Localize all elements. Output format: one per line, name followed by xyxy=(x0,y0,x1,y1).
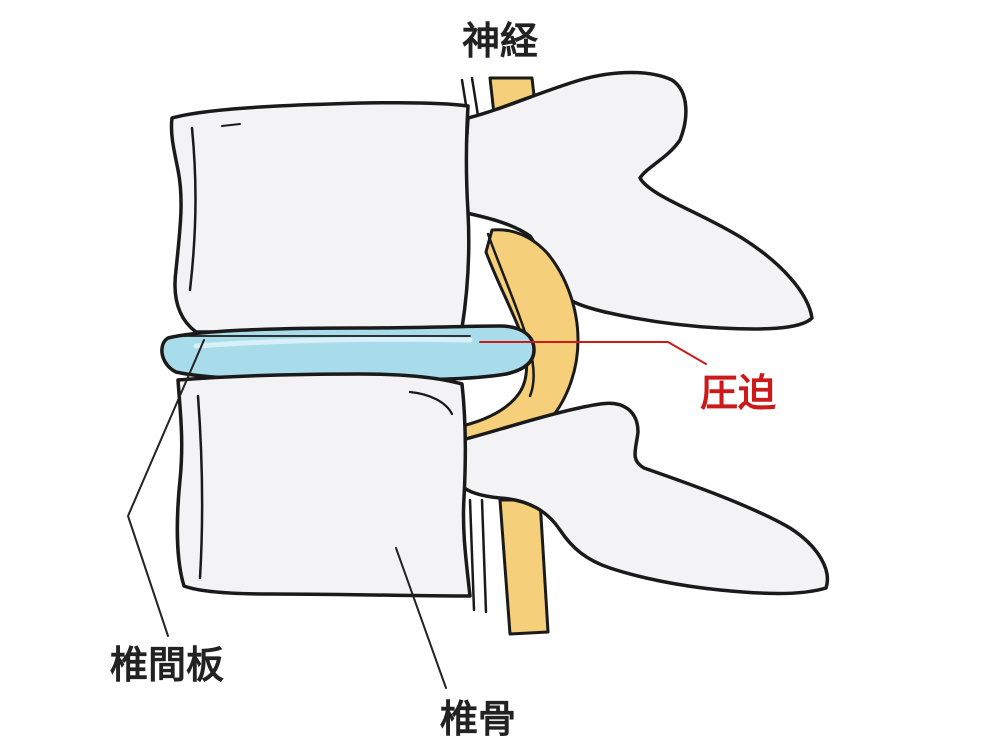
lower-vertebral-body xyxy=(175,372,472,598)
nerve-root-bottom xyxy=(498,498,550,636)
disc-highlight xyxy=(193,336,473,349)
compression-leader-line xyxy=(479,341,707,365)
upper-vertebral-body xyxy=(169,100,471,334)
nerve-fiber-bottom-left xyxy=(468,498,476,612)
intervertebral-disc-label: 椎間板 xyxy=(110,643,225,687)
upper-body-mark xyxy=(221,123,241,127)
lower-vertebra-process xyxy=(460,401,830,596)
nerve-root-inner-line xyxy=(486,232,535,398)
vertebra-label: 椎骨 xyxy=(440,697,517,741)
nerve-label: 神経 xyxy=(462,19,539,63)
upper-body-edge-highlight xyxy=(188,126,197,292)
lower-body-edge-highlight xyxy=(196,394,204,580)
lower-body-top-curve xyxy=(408,390,454,416)
intervertebral-disc xyxy=(160,324,536,382)
disc-leader-line-1 xyxy=(127,339,205,637)
compression-label: 圧迫 xyxy=(700,371,777,415)
vertebra-leader-line xyxy=(395,547,447,689)
nerve-fiber-bottom-left-2 xyxy=(480,498,488,614)
